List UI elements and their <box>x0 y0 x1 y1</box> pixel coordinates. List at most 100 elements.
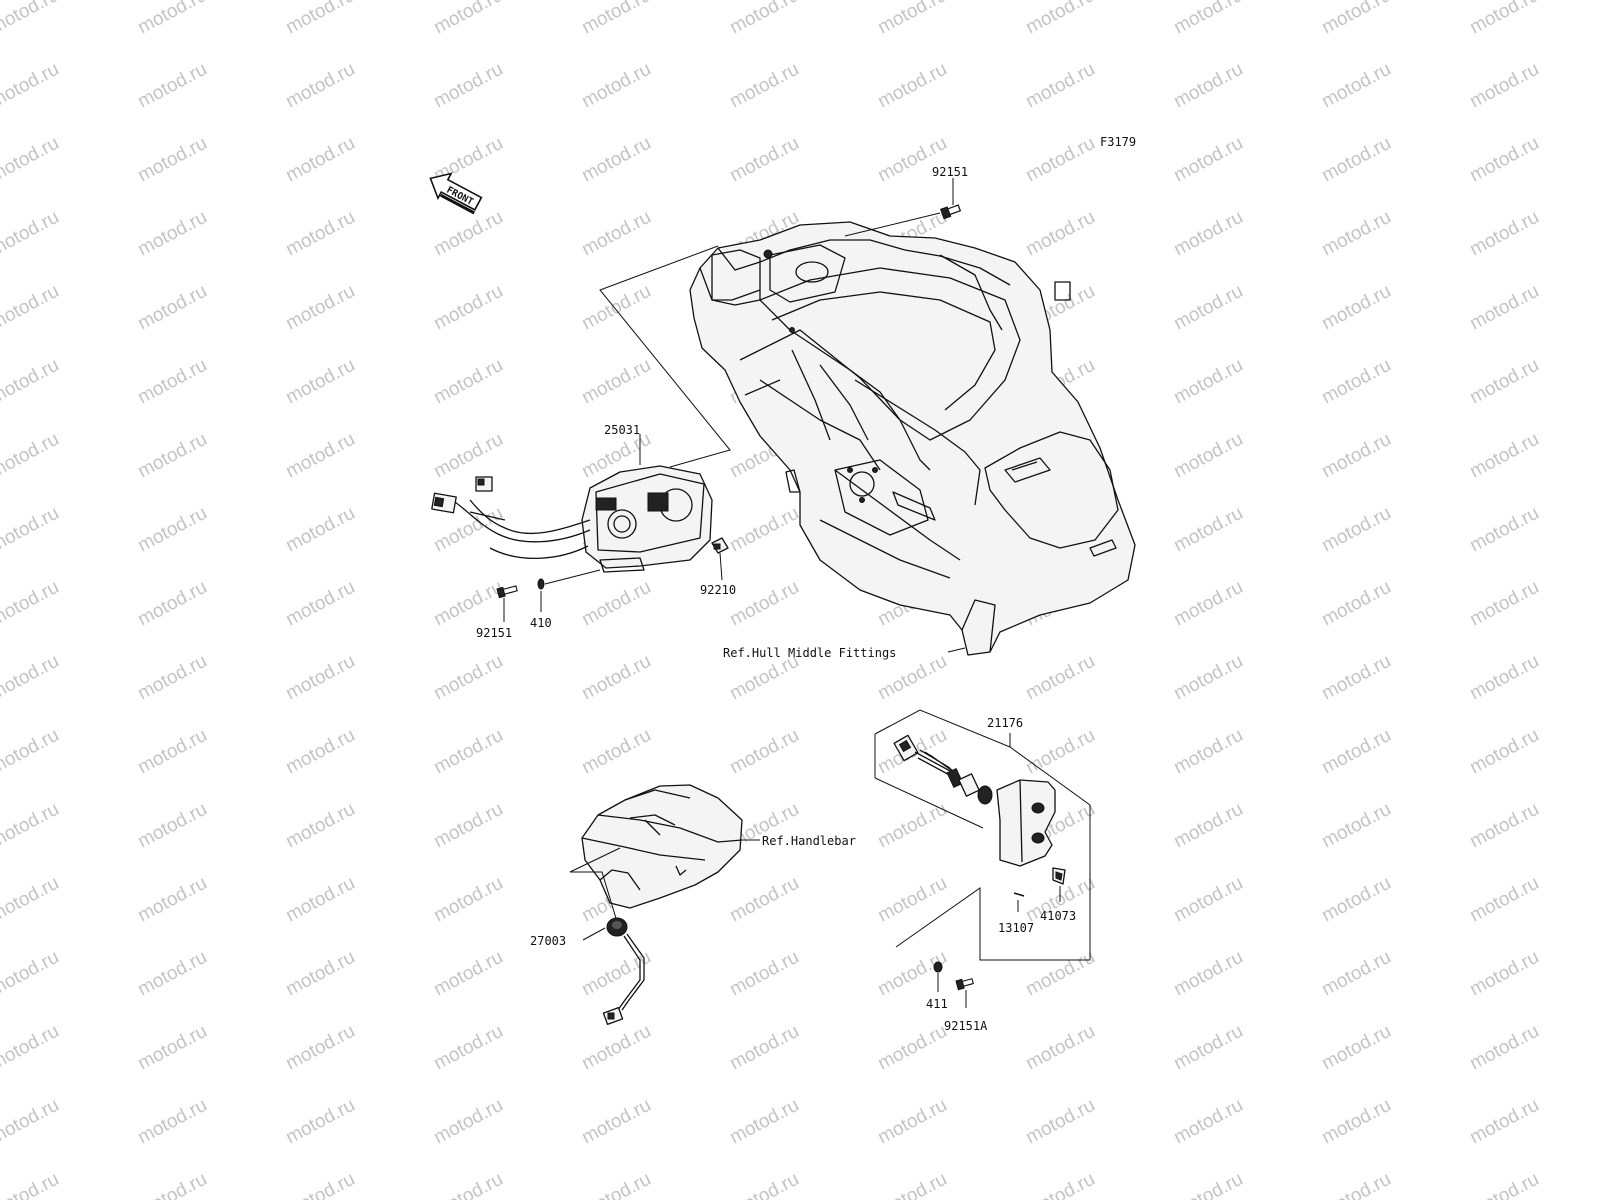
watermark-text: motod.ru <box>1318 207 1394 261</box>
watermark-text: motod.ru <box>726 133 802 187</box>
watermark-text: motod.ru <box>134 947 210 1001</box>
watermark-text: motod.ru <box>1022 207 1098 261</box>
watermark-text: motod.ru <box>578 0 654 38</box>
watermark-text: motod.ru <box>1318 503 1394 557</box>
washer-411-icon <box>933 961 943 973</box>
watermark-text: motod.ru <box>282 133 358 187</box>
watermark-text: motod.ru <box>726 0 802 38</box>
watermark-text: motod.ru <box>0 207 63 261</box>
watermark-text: motod.ru <box>1170 59 1246 113</box>
watermark-text: motod.ru <box>1318 1169 1394 1200</box>
callout-411: 411 <box>926 997 948 1011</box>
watermark-text: motod.ru <box>134 281 210 335</box>
watermark-text: motod.ru <box>282 577 358 631</box>
watermark-text: motod.ru <box>726 873 802 927</box>
watermark-text: motod.ru <box>1170 577 1246 631</box>
watermark-text: motod.ru <box>134 429 210 483</box>
watermark-text: motod.ru <box>0 651 63 705</box>
watermark-text: motod.ru <box>282 799 358 853</box>
callout-27003: 27003 <box>530 934 566 948</box>
watermark-text: motod.ru <box>874 1095 950 1149</box>
watermark-text: motod.ru <box>874 0 950 38</box>
watermark-text: motod.ru <box>1318 1021 1394 1075</box>
watermark-text: motod.ru <box>578 59 654 113</box>
watermark-text: motod.ru <box>1318 281 1394 335</box>
watermark-text: motod.ru <box>578 1095 654 1149</box>
watermark-text: motod.ru <box>282 1021 358 1075</box>
watermark-text: motod.ru <box>1466 59 1542 113</box>
watermark-text: motod.ru <box>1170 503 1246 557</box>
figure-code: F3179 <box>1100 135 1136 149</box>
watermark-text: motod.ru <box>134 1095 210 1149</box>
watermark-text: motod.ru <box>430 355 506 409</box>
watermark-text: motod.ru <box>578 651 654 705</box>
watermark-text: motod.ru <box>1022 725 1098 779</box>
watermark-text: motod.ru <box>430 0 506 38</box>
watermark-text: motod.ru <box>1466 429 1542 483</box>
watermark-text: motod.ru <box>134 0 210 38</box>
watermark-text: motod.ru <box>430 1021 506 1075</box>
watermark-text: motod.ru <box>1170 133 1246 187</box>
watermark-text: motod.ru <box>0 873 63 927</box>
watermark-text: motod.ru <box>1170 1169 1246 1200</box>
watermark-text: motod.ru <box>134 1021 210 1075</box>
watermark-text: motod.ru <box>726 503 802 557</box>
watermark-text: motod.ru <box>134 355 210 409</box>
watermark-text: motod.ru <box>282 503 358 557</box>
watermark-text: motod.ru <box>282 355 358 409</box>
watermark-text: motod.ru <box>282 59 358 113</box>
watermark-text: motod.ru <box>0 503 63 557</box>
watermark-text: motod.ru <box>1022 133 1098 187</box>
watermark-text: motod.ru <box>430 577 506 631</box>
watermark-text: motod.ru <box>1170 799 1246 853</box>
watermark-text: motod.ru <box>1170 281 1246 335</box>
callout-21176: 21176 <box>987 716 1023 730</box>
hull-cover <box>689 221 1136 656</box>
watermark-text: motod.ru <box>0 1095 63 1149</box>
watermark-text: motod.ru <box>282 725 358 779</box>
watermark-text: motod.ru <box>134 1169 210 1200</box>
watermark-text: motod.ru <box>1318 873 1394 927</box>
watermark-text: motod.ru <box>874 947 950 1001</box>
watermark-text: motod.ru <box>1318 725 1394 779</box>
watermark-text: motod.ru <box>874 1021 950 1075</box>
watermark-text: motod.ru <box>0 799 63 853</box>
watermark-text: motod.ru <box>1466 0 1542 38</box>
watermark-text: motod.ru <box>0 1021 63 1075</box>
watermark-text: motod.ru <box>430 1169 506 1200</box>
watermark-text: motod.ru <box>430 651 506 705</box>
watermark-text: motod.ru <box>726 59 802 113</box>
callout-92151A: 92151A <box>944 1019 988 1033</box>
watermark-text: motod.ru <box>1170 207 1246 261</box>
watermark-text: motod.ru <box>1170 0 1246 38</box>
bolt-left-icon <box>496 585 518 599</box>
watermark-text: motod.ru <box>1318 577 1394 631</box>
watermark-text: motod.ru <box>430 59 506 113</box>
meter-assembly <box>431 465 713 573</box>
watermark-text: motod.ru <box>282 873 358 927</box>
watermark-text: motod.ru <box>430 947 506 1001</box>
watermark-text: motod.ru <box>578 207 654 261</box>
watermark-text: motod.ru <box>1022 59 1098 113</box>
watermark-text: motod.ru <box>134 577 210 631</box>
watermark-text: motod.ru <box>1466 281 1542 335</box>
watermark-text: motod.ru <box>430 207 506 261</box>
watermark-text: motod.ru <box>1170 1021 1246 1075</box>
watermark-text: motod.ru <box>1170 355 1246 409</box>
watermark-text: motod.ru <box>1466 799 1542 853</box>
watermark-text: motod.ru <box>1318 133 1394 187</box>
watermark-text: motod.ru <box>0 725 63 779</box>
watermark-text: motod.ru <box>874 873 950 927</box>
watermark-text: motod.ru <box>874 1169 950 1200</box>
clip-icon <box>711 537 729 554</box>
retainer-icon <box>1052 867 1066 885</box>
watermark-text: motod.ru <box>578 1021 654 1075</box>
watermark-text: motod.ru <box>874 59 950 113</box>
watermark-text: motod.ru <box>1170 651 1246 705</box>
watermark-text: motod.ru <box>1466 651 1542 705</box>
watermark-text: motod.ru <box>1022 651 1098 705</box>
watermark-text: motod.ru <box>1466 355 1542 409</box>
watermark-text: motod.ru <box>0 429 63 483</box>
watermark-text: motod.ru <box>0 0 63 38</box>
